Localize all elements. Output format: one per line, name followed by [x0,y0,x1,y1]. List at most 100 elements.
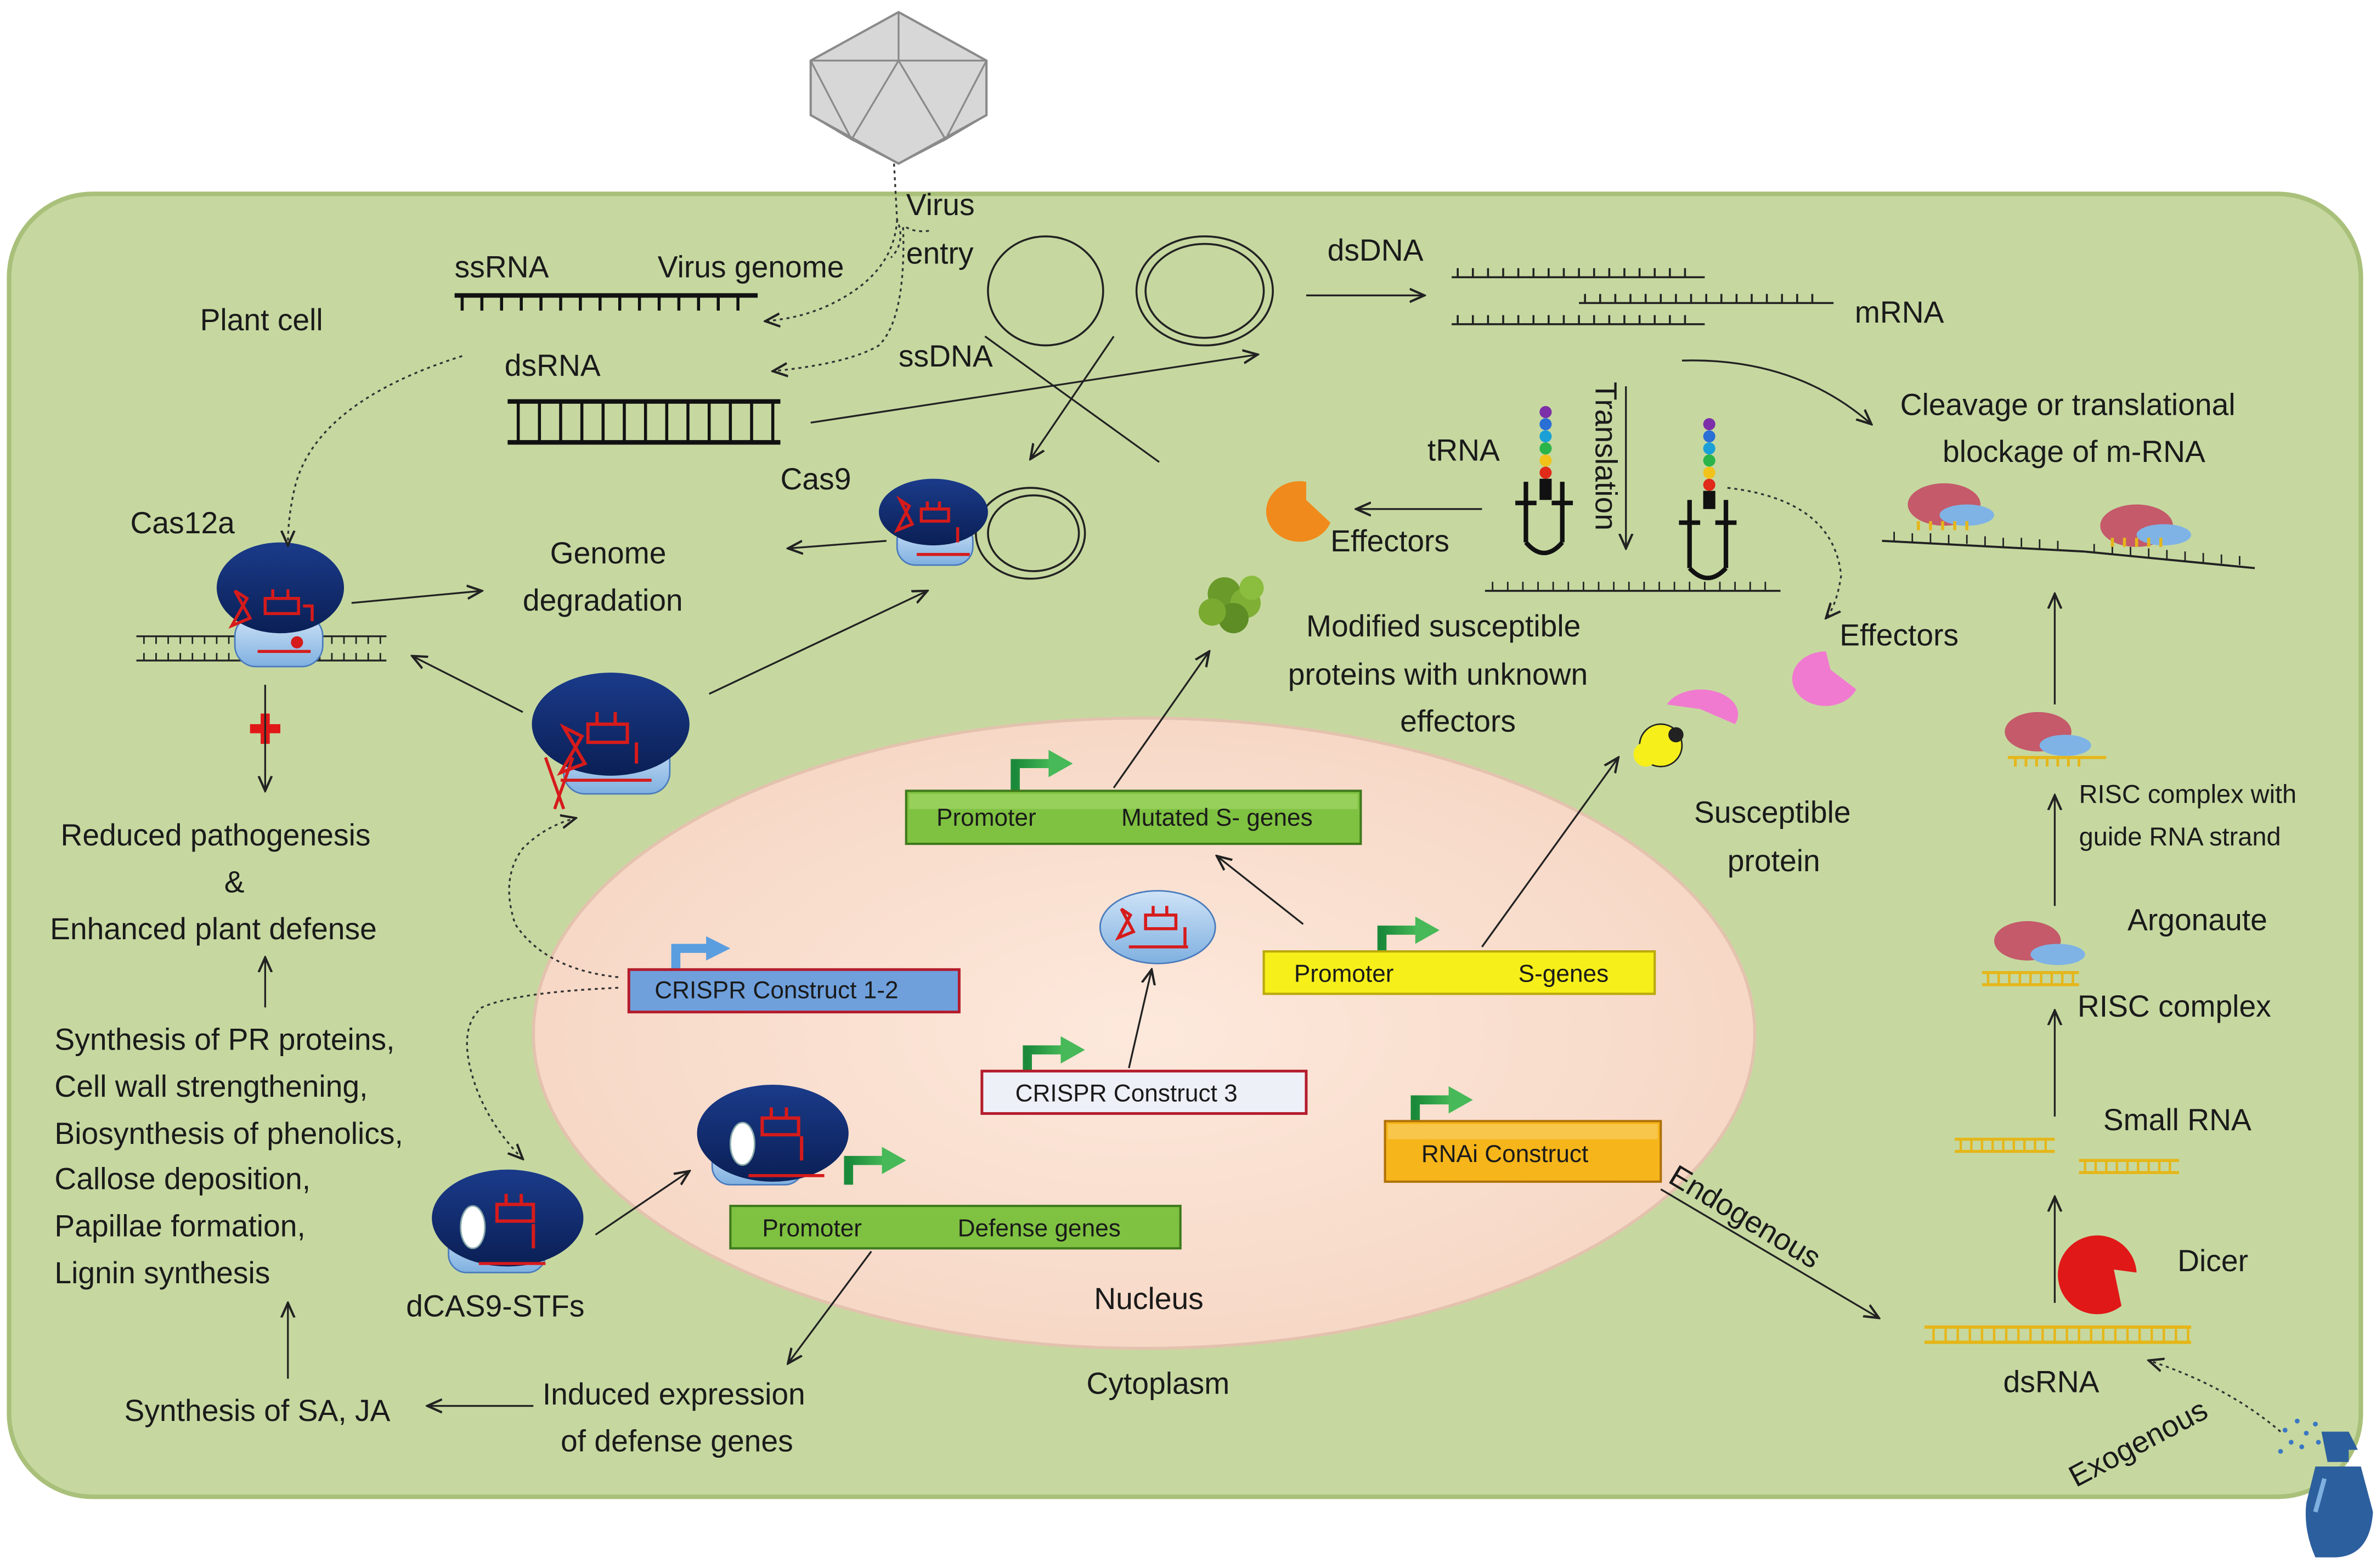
entry-to-dsrna-arrow [773,227,905,371]
effector-pink-icon [1792,651,1856,706]
small-rna-duplexes [1955,1137,2179,1175]
cleavage-label-1: Cleavage or translational [1900,388,2236,422]
dsdna-circle-inner [1144,242,1265,339]
argonaute-label: Argonaute [2127,903,2267,937]
s-promoter-text: Promoter [1294,960,1394,987]
modified-label-2: proteins with unknown [1288,657,1588,691]
mutated-to-modified-arrow [1113,651,1209,788]
defense-to-induced-arrow [788,1250,872,1363]
trna-molecule-2 [1679,418,1737,580]
synth-label-4: Callose deposition, [54,1162,311,1196]
synth-label-5: Papillae formation, [54,1209,305,1243]
cas9-to-degradation-arrow [788,541,887,549]
mutated-s-genes-construct: Promoter Mutated S- genes [905,749,1362,845]
modified-protein-icon [1198,576,1264,634]
nucleus [532,717,1757,1350]
rnai-to-dsrna-arrow [1660,1188,1879,1318]
cas9-nucleus-complex [1099,890,1216,965]
cas12a-complex [136,542,387,668]
modified-label-3: effectors [1400,704,1516,738]
s-genes-text: S-genes [1519,960,1609,987]
mrna-to-cleavage-arrow [1681,359,1871,424]
crispr3-to-cas9-arrow [1128,969,1152,1069]
cleaved-mrna [1882,483,2255,569]
cas12a-label: Cas12a [131,506,235,540]
spray-bottle-icon [2278,1418,2373,1558]
susceptible-label-2: protein [1728,844,1820,878]
cas9-to-top-arrow [708,591,928,695]
plant-cell-label: Plant cell [200,303,323,337]
virus-genome-label: Virus genome [658,250,844,284]
trna-molecule-1 [1515,406,1573,556]
ssrna-to-cas12a-arrow [288,355,462,545]
ssdna-label: ssDNA [899,339,993,373]
risc-guide-label-1: RISC complex with [2079,780,2297,809]
sa-ja-label: Synthesis of SA, JA [124,1394,390,1428]
spray-to-dsrna-arrow [2149,1361,2282,1432]
mutated-genes-text: Mutated S- genes [1121,804,1313,831]
risc-label: RISC complex [2078,989,2271,1023]
rnai-construct: RNAi Construct [1384,1086,1662,1183]
modified-label-1: Modified susceptible [1306,609,1581,643]
risc-guide-label-2: guide RNA strand [2079,822,2281,851]
effector-orange-icon [1266,481,1331,542]
cas12a-to-degradation-arrow [351,591,482,604]
dsdna-circle-outer [1135,235,1274,347]
crispr3-text: CRISPR Construct 3 [1015,1080,1238,1107]
translation-label: Translation [1589,382,1623,531]
induced-label-1: Induced expression [543,1377,805,1411]
dicer-label: Dicer [2177,1244,2248,1278]
cas9-label: Cas9 [780,462,851,496]
s-genes-construct: Promoter S-genes [1262,916,1656,995]
dicer-icon [2058,1235,2137,1315]
defense-promoter-text: Promoter [762,1215,862,1242]
crispr12-text: CRISPR Construct 1-2 [654,977,898,1004]
small-rna-label: Small RNA [2103,1103,2251,1137]
trna-to-effector2-arrow [1727,487,1842,618]
susceptible-protein-icon [1633,689,1739,768]
trna-label: tRNA [1427,433,1500,467]
genome-degradation-label-2: degradation [523,583,683,617]
virus-capsid-icon [809,10,988,165]
dsrna-ladder [507,399,781,445]
defense-genes-text: Defense genes [958,1215,1121,1242]
rnai-text: RNAi Construct [1421,1141,1588,1167]
mutated-promoter-text: Promoter [936,804,1036,831]
effectors-label-1: Effectors [1330,524,1449,558]
nucleus-label: Nucleus [1094,1282,1204,1316]
dcas9-stf-complex [432,1169,584,1273]
sgenes-to-mutated-arrow [1217,856,1304,925]
cytoplasm-label: Cytoplasm [1086,1366,1229,1400]
ssdna-circle [987,235,1104,347]
argonaute-complex [1982,921,2085,986]
translated-mrna [1485,582,1781,592]
synth-label-6: Lignin synthesis [54,1256,270,1290]
entry-to-ssrna-arrow [765,219,898,321]
dsrna-top-label: dsRNA [505,348,601,382]
synth-label-1: Synthesis of PR proteins, [54,1023,394,1057]
crispr3-construct: CRISPR Construct 3 [980,1036,1308,1115]
cross-arrow-2 [1030,336,1115,459]
cleavage-label-2: blockage of m-RNA [1943,435,2205,469]
crispr12-to-cas9-arrow [508,818,619,978]
mrna-label: mRNA [1855,295,1944,329]
sgenes-to-susceptible-arrow [1481,758,1618,947]
dsrna-bottom-label: dsRNA [2003,1365,2100,1399]
ssrna-strand [454,293,758,311]
risc-guide-complex [2005,712,2107,767]
reduced-label-1: Reduced pathogenesis [60,818,370,852]
synth-label-3: Biosynthesis of phenolics, [54,1116,403,1150]
virus-label: Virus [906,188,975,222]
synth-label-2: Cell wall strengthening, [54,1069,368,1103]
effectors-label-2: Effectors [1839,618,1959,652]
reduced-label-2: & [224,865,245,899]
reduced-label-3: Enhanced plant defense [50,912,377,946]
dsdna-strands [1452,268,1834,325]
susceptible-label-1: Susceptible [1694,795,1851,829]
dsrna-to-dna-arrow [810,354,1258,424]
crispr12-construct: CRISPR Construct 1-2 [627,936,961,1014]
cas9-complex-center [532,673,690,810]
dsdna-label: dsDNA [1328,233,1424,267]
genome-degradation-label-1: Genome [550,536,667,570]
